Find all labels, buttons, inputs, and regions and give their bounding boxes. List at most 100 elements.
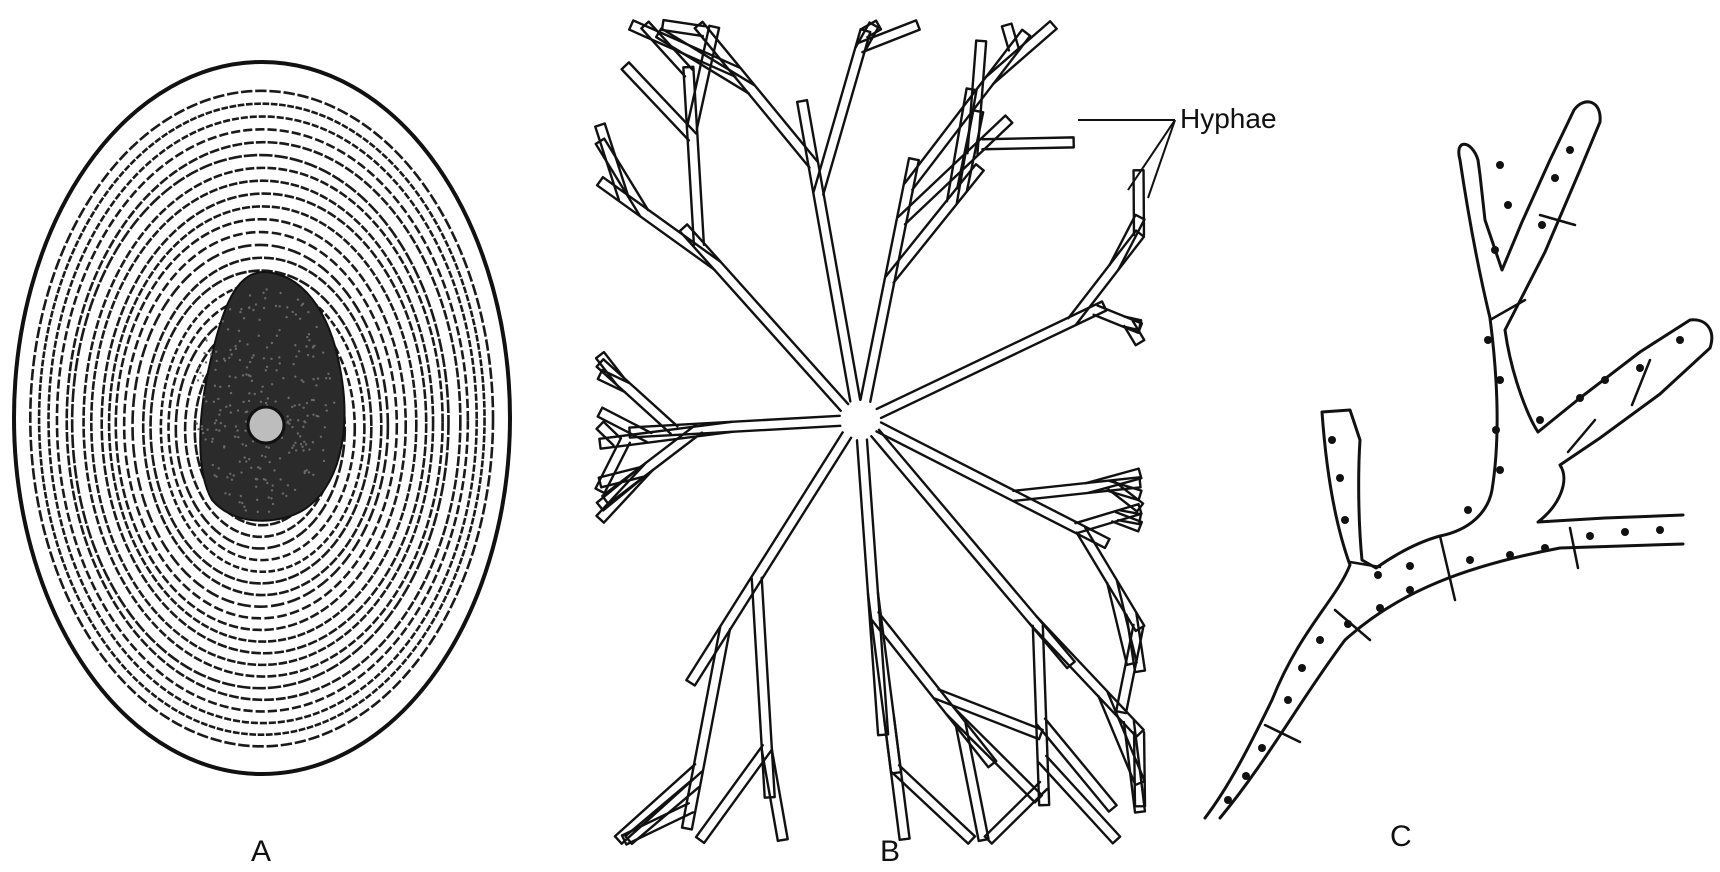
stipple-dot: [258, 319, 260, 321]
stipple-dot: [202, 375, 204, 377]
stipple-dot: [211, 440, 213, 442]
stipple-dot: [325, 404, 327, 406]
stipple-dot: [217, 398, 219, 400]
stipple-dot: [292, 363, 294, 365]
stipple-dot: [278, 356, 280, 358]
stipple-dot: [264, 297, 266, 299]
stipple-dot: [249, 361, 251, 363]
stipple-dot: [243, 456, 245, 458]
stipple-dot: [302, 407, 304, 409]
stipple-dot: [242, 401, 244, 403]
stipple-dot: [237, 409, 239, 411]
stipple-dot: [252, 440, 254, 442]
colony-center-spot: [248, 407, 284, 443]
nucleus-dot: [1504, 201, 1512, 209]
stipple-dot: [312, 355, 314, 357]
stipple-dot: [268, 511, 270, 513]
stipple-dot: [256, 478, 258, 480]
nucleus-dot: [1491, 246, 1499, 254]
stipple-dot: [213, 401, 215, 403]
stipple-dot: [279, 478, 281, 480]
hypha-segment: [982, 137, 1074, 149]
stipple-dot: [297, 298, 299, 300]
stipple-dot: [273, 469, 275, 471]
stipple-dot: [317, 377, 319, 379]
stipple-dot: [322, 449, 324, 451]
stipple-dot: [248, 400, 250, 402]
stipple-dot: [293, 444, 295, 446]
stipple-dot: [265, 402, 267, 404]
stipple-dot: [246, 366, 248, 368]
stipple-dot: [323, 460, 325, 462]
stipple-dot: [263, 357, 265, 359]
nucleus-dot: [1506, 551, 1514, 559]
stipple-dot: [249, 294, 251, 296]
stipple-dot: [315, 415, 317, 417]
stipple-dot: [223, 358, 225, 360]
stipple-dot: [279, 362, 281, 364]
hypha-septa: [1265, 215, 1650, 742]
hypha-segment: [629, 416, 840, 438]
stipple-dot: [245, 460, 247, 462]
panel-c-septate-hypha: C: [1205, 102, 1712, 853]
stipple-dot: [315, 326, 317, 328]
stipple-dot: [312, 413, 314, 415]
stipple-dot: [238, 330, 240, 332]
nucleus-dot: [1344, 620, 1352, 628]
stipple-dot: [307, 354, 309, 356]
stipple-dot: [299, 318, 301, 320]
stipple-dot: [216, 360, 218, 362]
nucleus-dot: [1536, 416, 1544, 424]
stipple-dot: [234, 345, 236, 347]
stipple-dot: [254, 393, 256, 395]
hypha-segment: [695, 22, 817, 168]
stipple-dot: [240, 308, 242, 310]
stipple-dot: [306, 402, 308, 404]
nucleus-dot: [1496, 161, 1504, 169]
stipple-dot: [295, 355, 297, 357]
stipple-dot: [299, 435, 301, 437]
stipple-dot: [302, 426, 304, 428]
hypha-segment: [860, 158, 918, 402]
stipple-dot: [230, 411, 232, 413]
hypha-segment: [687, 26, 719, 129]
stipple-dot: [305, 443, 307, 445]
stipple-dot: [271, 383, 273, 385]
stipple-dot: [271, 342, 273, 344]
stipple-dot: [242, 374, 244, 376]
stipple-dot: [302, 449, 304, 451]
stipple-dot: [264, 479, 266, 481]
stipple-dot: [257, 466, 259, 468]
stipple-dot: [243, 317, 245, 319]
panel-label-b: B: [880, 835, 900, 868]
stipple-dot: [252, 309, 254, 311]
stipple-dot: [236, 429, 238, 431]
nucleus-dot: [1466, 556, 1474, 564]
stipple-dot: [224, 425, 226, 427]
stipple-dot: [303, 441, 305, 443]
hypha-segment: [1039, 756, 1120, 843]
stipple-dot: [275, 305, 277, 307]
stipple-dot: [287, 484, 289, 486]
stipple-dot: [320, 436, 322, 438]
stipple-dot: [282, 377, 284, 379]
stipple-dot: [218, 413, 220, 415]
stipple-dot: [245, 411, 247, 413]
nucleus-dot: [1601, 376, 1609, 384]
stipple-dot: [294, 376, 296, 378]
callout-label-hyphae: Hyphae: [1180, 103, 1277, 134]
stipple-dot: [294, 489, 296, 491]
stipple-dot: [196, 422, 198, 424]
stipple-dot: [230, 353, 232, 355]
stipple-dot: [201, 425, 203, 427]
stipple-dot: [203, 352, 205, 354]
stipple-dot: [248, 458, 250, 460]
nucleus-dot: [1576, 394, 1584, 402]
stipple-dot: [201, 428, 203, 430]
stipple-dot: [268, 496, 270, 498]
nucleus-dot: [1492, 426, 1500, 434]
stipple-dot: [295, 449, 297, 451]
hypha-nuclei: [1224, 146, 1684, 804]
stipple-dot: [285, 316, 287, 318]
